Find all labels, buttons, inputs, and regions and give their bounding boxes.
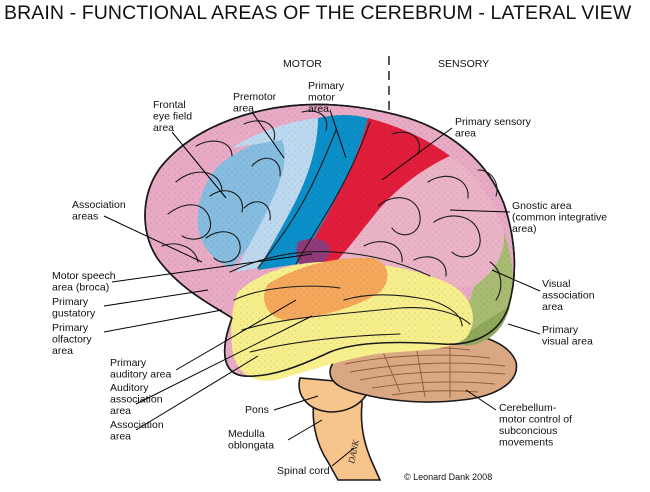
label-visual-association-area: Visual association area (542, 278, 597, 313)
motor-heading: MOTOR (283, 58, 322, 70)
label-primary-sensory-area: Primary sensory area (455, 116, 534, 140)
label-gnostic-area: Gnostic area (common integrative area) (512, 200, 610, 235)
label-motor-speech-area: Motor speech area (broca) (52, 270, 119, 294)
label-frontal-eye-field: Frontal eye field area (153, 99, 195, 134)
diagram-title: BRAIN - FUNCTIONAL AREAS OF THE CEREBRUM… (4, 2, 632, 24)
label-medulla-oblongata: Medulla oblongata (228, 428, 274, 452)
copyright-credit: © Leonard Dank 2008 (404, 472, 492, 482)
label-spinal-cord: Spinal cord (277, 465, 330, 477)
label-primary-visual-area: Primary visual area (542, 324, 593, 348)
leader-lines (103, 109, 541, 467)
label-premotor-area: Premotor area (233, 91, 279, 115)
sensory-heading: SENSORY (438, 58, 489, 70)
label-primary-motor-area: Primary motor area (308, 80, 347, 115)
label-association-areas: Association areas (72, 199, 129, 223)
cerebrum-edge (144, 103, 516, 377)
label-cerebellum: Cerebellum- motor control of subconcious… (499, 402, 575, 449)
label-primary-auditory-area: Primary auditory area (110, 357, 171, 381)
label-auditory-association-area: Auditory association area (110, 382, 165, 417)
label-primary-olfactory-area: Primary olfactory area (52, 322, 95, 357)
label-association-area: Association area (110, 419, 167, 443)
label-primary-gustatory: Primary gustatory (52, 296, 96, 320)
label-pons: Pons (245, 404, 269, 416)
